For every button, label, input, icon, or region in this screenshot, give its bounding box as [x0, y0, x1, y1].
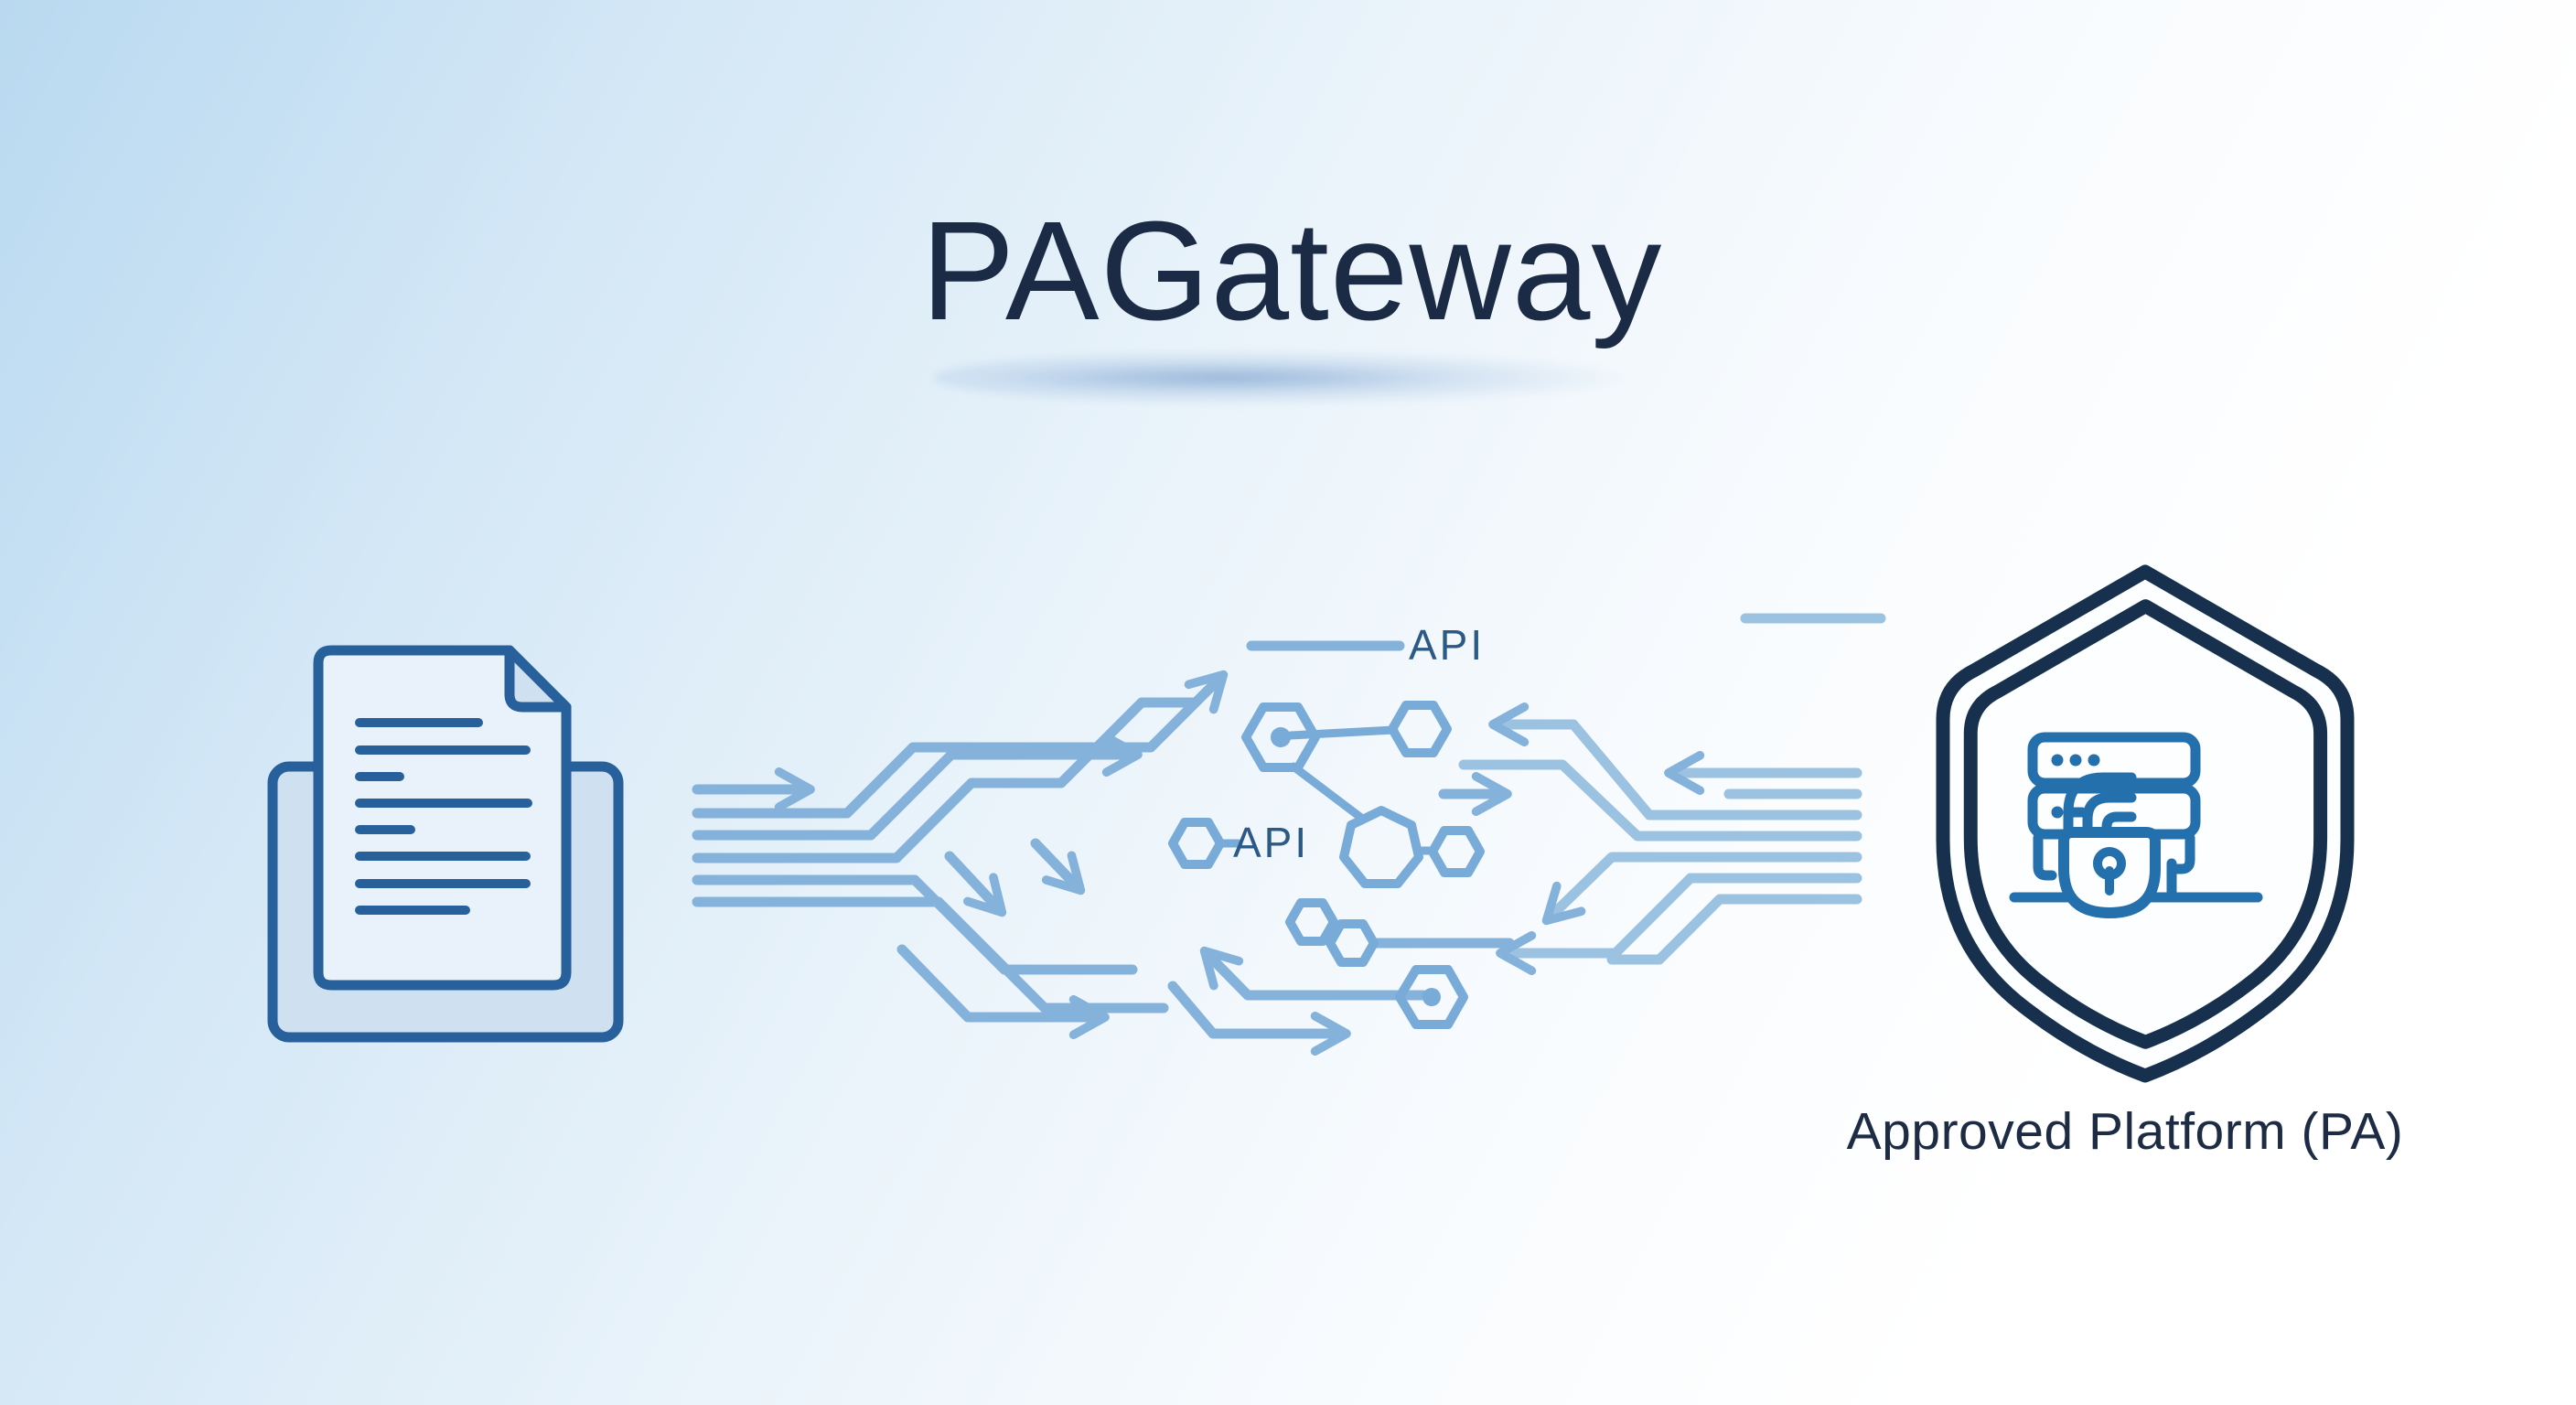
document-tray-icon — [267, 645, 624, 1043]
circuit-trace-arrow — [1488, 702, 1862, 820]
hexagon-node — [1326, 919, 1379, 967]
hexagon-api-nodes — [1168, 701, 1485, 1029]
document-fold-corner — [504, 645, 572, 713]
padlock-shackle — [2063, 772, 2137, 838]
node-connector — [1286, 725, 1399, 740]
circuit-trace — [1606, 894, 1862, 965]
server-leg — [2170, 832, 2195, 874]
hexagon-node — [1428, 826, 1485, 877]
node-dot — [1271, 727, 1291, 747]
hexagon-node — [1395, 965, 1468, 1029]
padlock-shackle — [2101, 811, 2137, 838]
circuit-trace-arrow — [1541, 852, 1862, 926]
circuit-trace-arrow — [692, 732, 1143, 841]
hexagon-node — [1388, 701, 1452, 757]
circuit-trace — [692, 896, 1169, 1014]
node-connector — [1289, 762, 1366, 822]
circuit-trace-arrow — [692, 670, 1229, 819]
server-led — [2051, 806, 2064, 819]
server-led — [2051, 754, 2064, 767]
circuit-trace — [1458, 759, 1862, 842]
platform-label: Approved Platform (PA) — [1846, 1102, 2404, 1161]
circuit-trace-arrow — [944, 851, 1007, 917]
circuit-trace-arrow — [1496, 873, 1862, 976]
server-leg — [2033, 832, 2057, 881]
circuit-trace-arrow — [896, 944, 1110, 1040]
circuit-trace-arrow — [1030, 838, 1086, 896]
hexagon-node — [1168, 818, 1225, 869]
heptagon-node — [1339, 806, 1423, 888]
circuit-trace — [692, 697, 1198, 863]
security-shield-icon — [1943, 572, 2347, 1076]
server-led — [2088, 754, 2100, 767]
page-title: PAGateway — [920, 192, 1663, 349]
document-text-lines — [355, 718, 532, 915]
hexagon-node — [1285, 898, 1338, 946]
server-stack-icon — [2009, 732, 2263, 903]
server-unit — [2027, 732, 2201, 788]
api-label-top: API — [1409, 621, 1486, 669]
circuit-trace-arrow — [1199, 946, 1429, 1001]
padlock-icon — [2058, 772, 2161, 918]
circuit-flow-arrows — [692, 613, 1886, 1056]
node-dot — [1422, 988, 1441, 1006]
circuit-trace-arrow — [1167, 981, 1351, 1056]
document-page — [313, 645, 572, 991]
server-led — [2069, 754, 2082, 767]
title-shadow — [933, 349, 1628, 406]
padlock-shackle — [2082, 792, 2137, 838]
api-label-mid: API — [1233, 819, 1310, 866]
